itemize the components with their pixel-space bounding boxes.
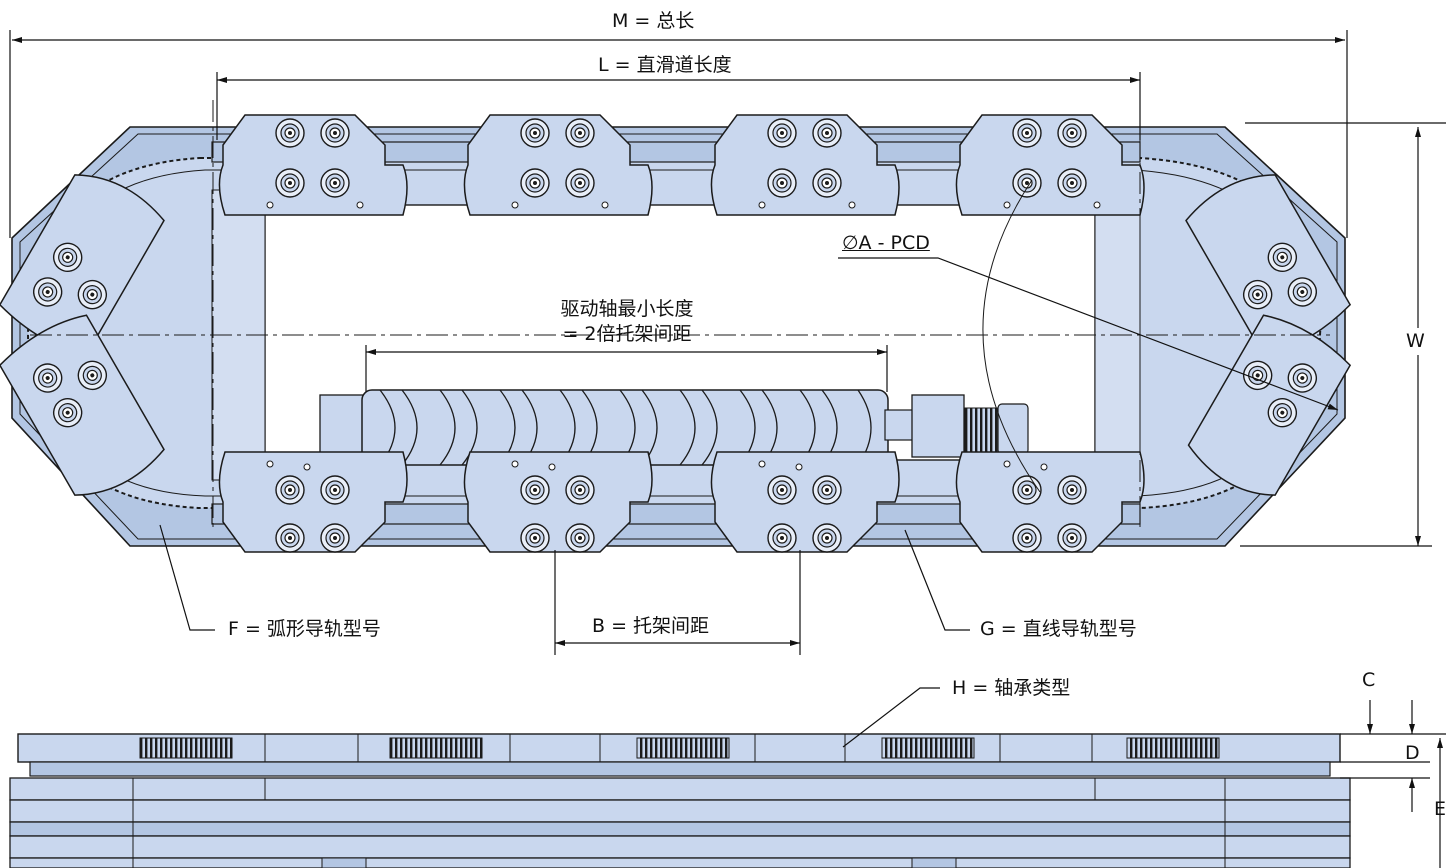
leader-f [159, 524, 215, 631]
label-a-pcd: ∅A - PCD [842, 232, 930, 254]
label-drive-shaft: 驱动轴最小长度 = 2倍托架间距 [552, 300, 702, 344]
label-e: E [1434, 798, 1446, 820]
carriage-row-top [218, 114, 1145, 216]
leader-a [838, 257, 1339, 411]
center-lines [30, 100, 1330, 530]
label-d: D [1405, 742, 1420, 764]
label-m: M = 总长 [612, 10, 695, 32]
label-h: H = 轴承类型 [952, 677, 1071, 699]
label-f: F = 弧形导轨型号 [228, 618, 381, 640]
label-g: G = 直线导轨型号 [980, 618, 1137, 640]
pcd-arc [982, 179, 1041, 493]
leader-g [904, 529, 970, 631]
label-w: W [1404, 328, 1427, 355]
leader-h [842, 687, 940, 748]
carriage-curve-left-bottom [0, 314, 165, 496]
label-c: C [1362, 669, 1376, 691]
label-drive-line2: = 2倍托架间距 [562, 323, 692, 345]
label-drive-line1: 驱动轴最小长度 [560, 298, 694, 320]
carriage-row-bottom [218, 451, 1145, 553]
side-view [9, 733, 1351, 868]
label-b: B = 托架间距 [592, 615, 710, 637]
drive-shaft [319, 389, 1029, 466]
drive-pulley [964, 407, 1001, 453]
carriage-curve-right-bottom [1187, 314, 1352, 496]
label-l: L = 直滑道长度 [598, 54, 732, 76]
carriage-curve-left-top [0, 174, 165, 356]
